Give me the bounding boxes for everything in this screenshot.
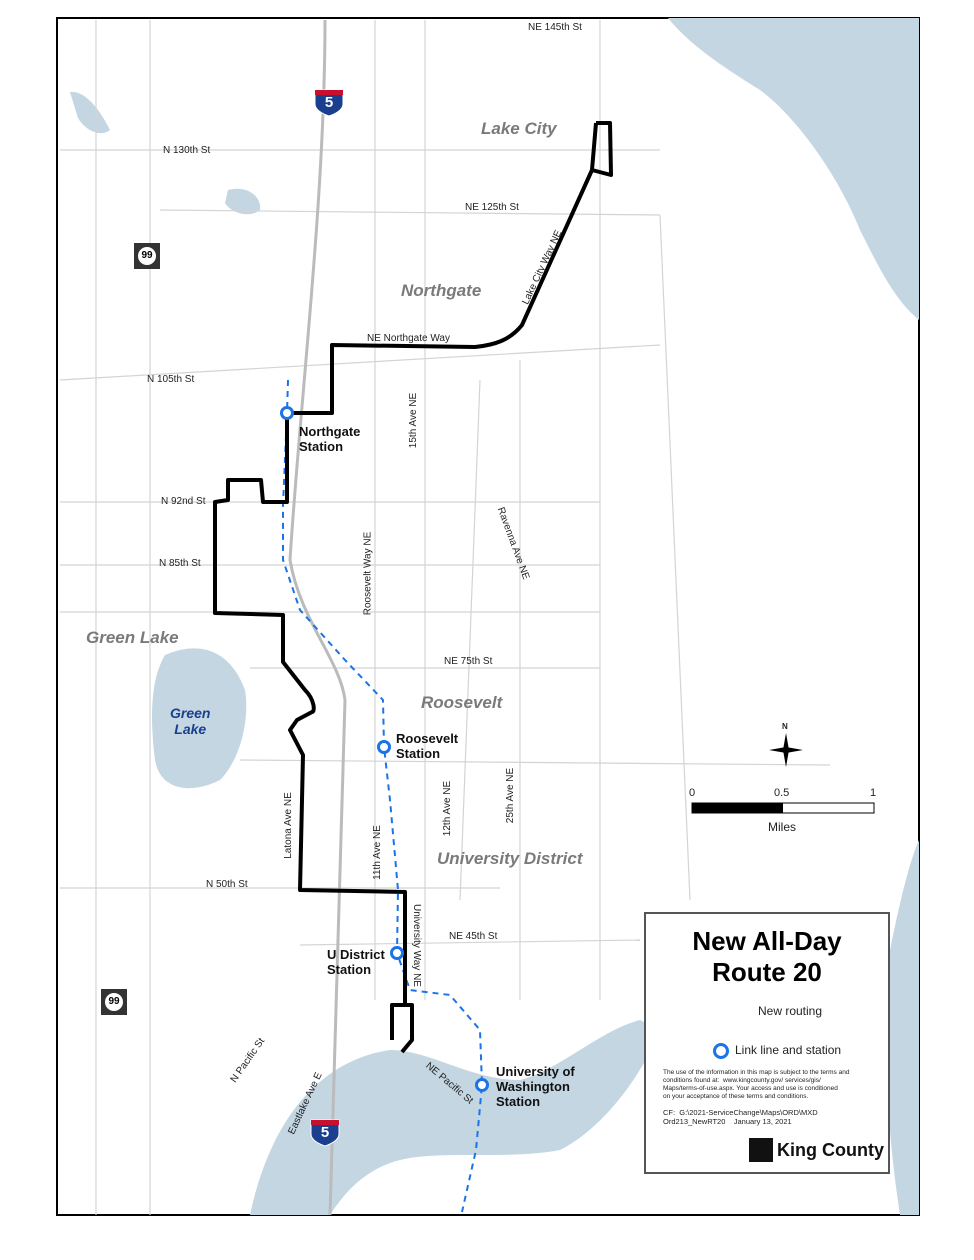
udistrict-station-marker [390,946,404,960]
station-label-udistrict: U District Station [327,947,385,977]
station-label-northgate: Northgate Station [299,424,361,454]
street-label: N 130th St [163,145,211,156]
legend-title: New All-Day Route 20 [692,926,842,987]
street-label: 12th Ave NE [442,780,454,837]
area-label: Lake City [481,119,557,138]
area-label: Northgate [401,281,482,300]
link-line [282,379,484,1213]
street-label: NE 75th St [444,656,493,667]
i5-shield-label: 5 [324,94,334,111]
street-label: N 85th St [159,558,201,569]
scale-tick: 0.5 [774,787,790,799]
street-label: N 92nd St [161,496,206,507]
green-lake [152,648,247,789]
sr99-shield-label: 99 [108,996,120,1007]
legend-station-icon [713,1043,729,1059]
street-label: Latona Ave NE [282,792,294,859]
street-label: NE 45th St [449,931,498,942]
station-label-roosevelt: Roosevelt Station [396,731,459,761]
street-label: NE Northgate Way [367,333,450,344]
scale-tick: 0 [689,787,696,799]
uw-station-marker [475,1078,489,1092]
king-county-logo-icon [749,1138,773,1162]
i5-shield-icon [310,89,344,1147]
legend: New All-Day Route 20 New routing Link li… [644,912,890,1174]
street-label: 25th Ave NE [505,767,517,824]
area-label: University District [437,849,583,868]
street-label: N 50th St [206,879,248,890]
station-label-uw: University of Washington Station [496,1064,575,1109]
sr99-shield-icon [101,243,160,1015]
street-label: Roosevelt Way NE [362,531,374,616]
northgate-station-marker [280,406,294,420]
water-label: Green Lake [170,705,211,737]
roads [59,19,831,1216]
street-label: N 105th St [147,374,195,385]
scale-tick: 1 [870,787,877,799]
roosevelt-station-marker [377,740,391,754]
new-route-20 [213,121,613,1054]
north-label: N [782,722,788,731]
street-label: NE 145th St [528,22,582,33]
scale-unit: Miles [768,820,797,834]
scale-bar [691,802,875,814]
water [70,18,919,1215]
area-label: Roosevelt [421,693,503,712]
north-arrow-icon [769,733,803,767]
street-label: 11th Ave NE [371,825,383,880]
king-county-logo: King County [777,1140,884,1160]
i5-shield-label: 5 [320,1124,330,1141]
legend-disclaimer: The use of the information in this map i… [663,1069,850,1100]
street-label: NE 125th St [465,202,519,213]
legend-new-routing: New routing [758,1004,823,1018]
street-label: 15th Ave NE [408,392,420,449]
legend-link-line: Link line and station [735,1043,842,1057]
area-label: Green Lake [86,628,179,647]
sr99-shield-label: 99 [141,250,153,261]
street-label: University Way NE [410,904,422,987]
legend-cf: CF: G:\2021-ServiceChange\Maps\ORD\MXD O… [663,1108,818,1126]
stations [280,406,489,1092]
